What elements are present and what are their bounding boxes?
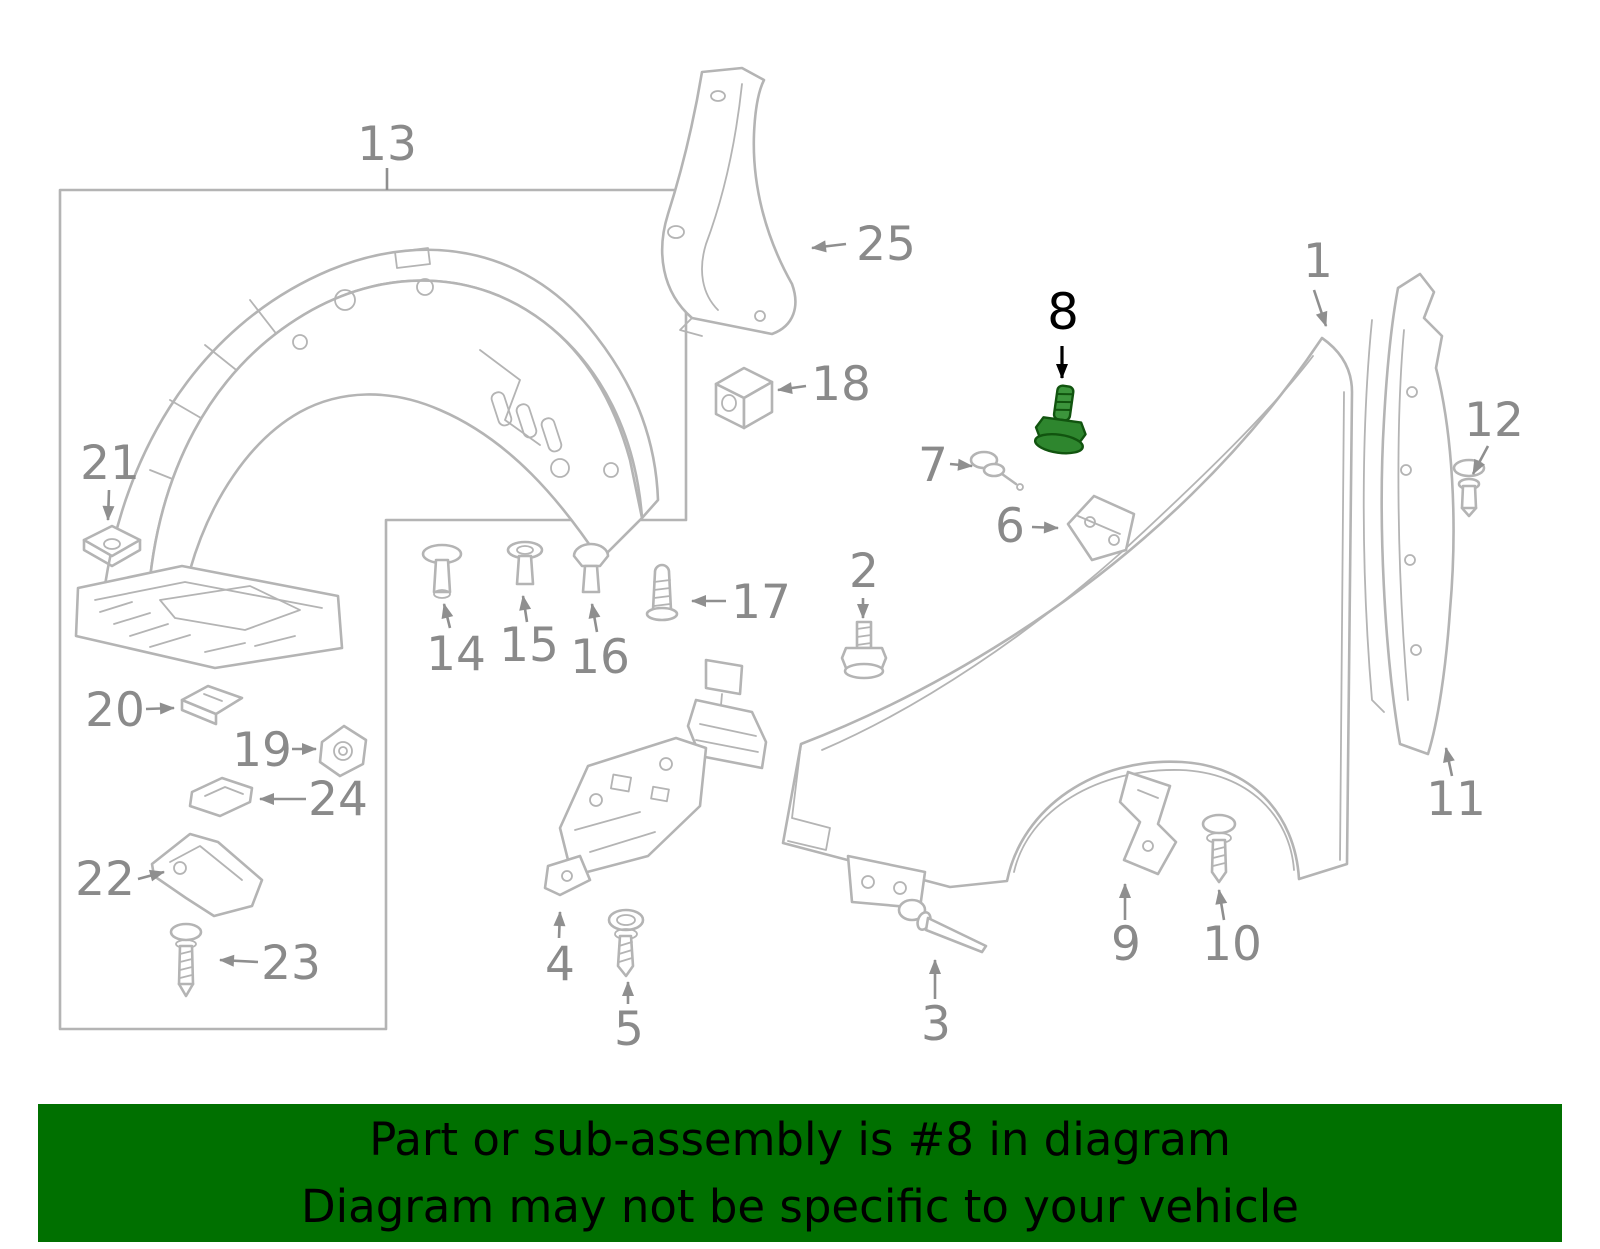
part-label-12: 12 xyxy=(1464,393,1524,448)
nut-18 xyxy=(714,366,774,430)
pillar-strip-25 xyxy=(661,66,797,337)
fastener-15 xyxy=(506,540,544,586)
clip-24 xyxy=(188,776,254,818)
push-pin-12 xyxy=(1452,458,1486,518)
fender-1 xyxy=(781,336,1354,889)
push-clip-7 xyxy=(969,450,1024,491)
pointer-arrows xyxy=(102,168,1490,1004)
part-label-6: 6 xyxy=(995,499,1025,554)
part-label-23: 23 xyxy=(261,936,321,991)
part-label-17: 17 xyxy=(731,575,791,630)
part-label-19: 19 xyxy=(232,723,292,778)
bolt-2 xyxy=(840,620,888,680)
clip-20 xyxy=(180,684,244,726)
bracket-22 xyxy=(150,832,264,918)
part-label-5: 5 xyxy=(614,1002,644,1057)
part-label-16: 16 xyxy=(570,630,630,685)
part-label-3: 3 xyxy=(921,997,951,1052)
part-label-9: 9 xyxy=(1111,917,1141,972)
fastener-14 xyxy=(421,543,463,599)
banner-line-2: Diagram may not be specific to your vehi… xyxy=(301,1180,1299,1233)
screw-5 xyxy=(607,908,645,978)
part-label-10: 10 xyxy=(1202,917,1262,972)
info-banner: Part or sub-assembly is #8 in diagram Di… xyxy=(38,1104,1562,1242)
part-label-20: 20 xyxy=(85,683,145,738)
part-label-15: 15 xyxy=(499,618,559,673)
clip-nut-21 xyxy=(82,524,142,568)
banner-line-1: Part or sub-assembly is #8 in diagram xyxy=(369,1112,1231,1166)
stiffener-11 xyxy=(1362,272,1455,756)
part-label-4: 4 xyxy=(545,937,575,992)
part-label-2: 2 xyxy=(849,544,879,599)
part-label-22: 22 xyxy=(75,852,135,907)
bracket-9 xyxy=(1118,770,1178,876)
part-label-8: 8 xyxy=(1047,283,1079,341)
part-label-24: 24 xyxy=(308,772,368,827)
bracket-assembly-4 xyxy=(543,658,768,897)
fender-liner-13 xyxy=(74,247,660,670)
screw-10 xyxy=(1201,813,1237,884)
part-label-13: 13 xyxy=(357,117,417,172)
stud-17 xyxy=(645,563,679,622)
rivet-3 xyxy=(897,898,988,954)
part-label-1: 1 xyxy=(1303,234,1333,289)
bracket-6 xyxy=(1066,494,1136,562)
part-label-14: 14 xyxy=(426,627,486,682)
grommet-19 xyxy=(318,724,368,778)
part-label-25: 25 xyxy=(856,217,916,272)
part-label-7: 7 xyxy=(918,438,948,493)
part-label-18: 18 xyxy=(811,357,871,412)
highlighted-bolt-8 xyxy=(1033,384,1087,455)
fastener-16 xyxy=(572,542,610,594)
part-label-21: 21 xyxy=(80,436,140,491)
screw-23 xyxy=(169,922,203,998)
part-label-11: 11 xyxy=(1426,772,1486,827)
